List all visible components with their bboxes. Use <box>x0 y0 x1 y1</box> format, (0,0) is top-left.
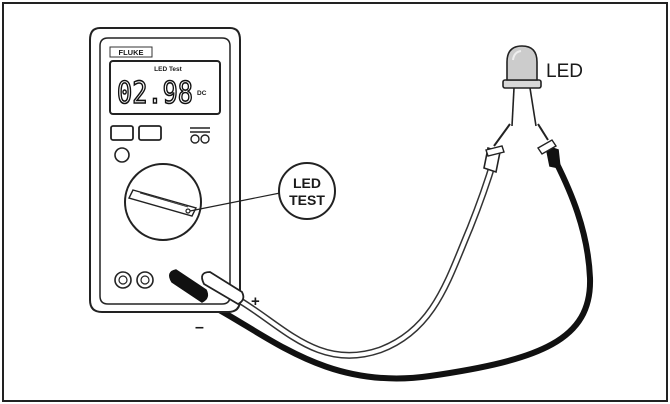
brand-logo: FLUKE <box>119 48 144 57</box>
multimeter: FLUKE LED Test 02.98 DC <box>89 27 241 313</box>
led-component <box>502 45 542 127</box>
display-unit: DC <box>197 90 207 97</box>
dial-pointer <box>127 189 198 217</box>
callout-leader <box>189 192 281 212</box>
backlight-icon <box>190 127 210 144</box>
brand-plate <box>109 46 153 58</box>
black-probe <box>537 123 561 169</box>
display-mode-label: LED Test <box>154 66 183 73</box>
dial-position-marker <box>185 208 191 214</box>
meter-button-left[interactable] <box>110 125 134 141</box>
red-lead-cable <box>230 158 496 358</box>
black-lead-cable <box>193 159 594 382</box>
black-lead-plug <box>169 269 209 303</box>
meter-button-right[interactable] <box>138 125 162 141</box>
led-label: LED <box>546 61 583 82</box>
red-probe <box>483 123 511 174</box>
meter-round-button[interactable] <box>114 147 130 163</box>
display-reading: 02.98 <box>117 76 193 111</box>
led-test-callout <box>278 162 336 220</box>
red-lead-plug <box>201 271 245 306</box>
callout-line2: TEST <box>289 192 325 208</box>
negative-terminal-label: – <box>195 319 204 336</box>
lcd-display <box>109 60 221 115</box>
callout-line1: LED <box>293 175 321 191</box>
positive-terminal-label: + <box>251 293 260 310</box>
